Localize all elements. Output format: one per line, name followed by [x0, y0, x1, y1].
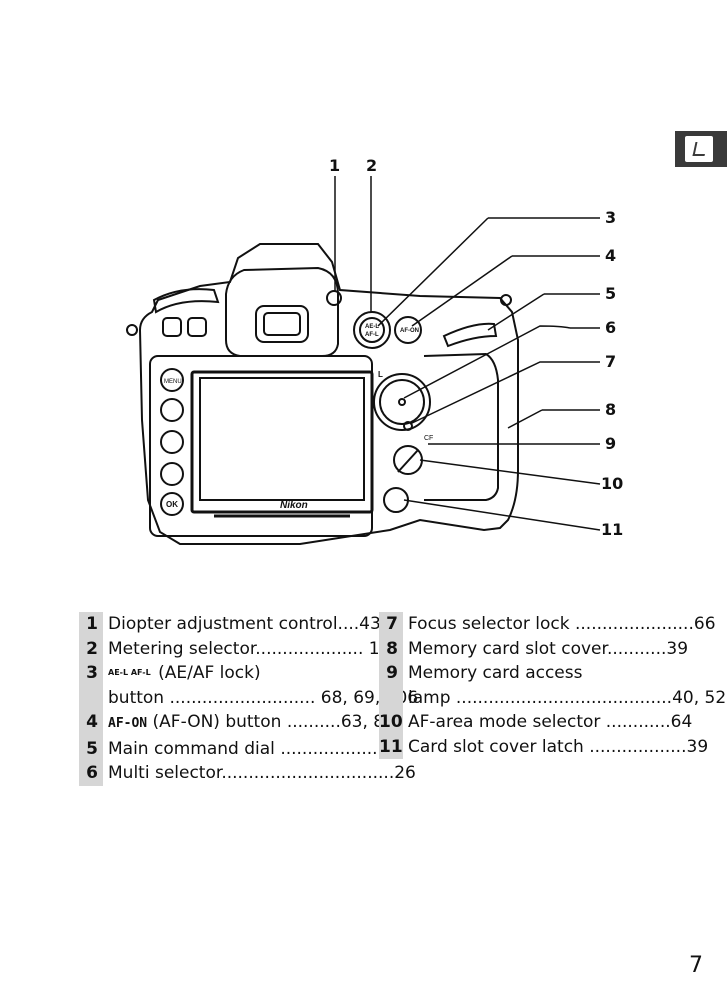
parts-list-left: 1 Diopter adjustment control....43 2 Met…: [79, 612, 418, 786]
callout-4: 4: [605, 246, 617, 265]
list-item: 6 Multi selector........................…: [79, 761, 416, 786]
camera-brand: Nikon: [280, 500, 308, 511]
svg-text:AF-L: AF-L: [365, 332, 379, 338]
list-item: 1 Diopter adjustment control....43: [79, 612, 381, 637]
callout-9: 9: [605, 434, 617, 453]
svg-text:AE-L: AE-L: [365, 324, 379, 330]
svg-text:AF-ON: AF-ON: [400, 328, 419, 334]
callout-1: 1: [329, 156, 341, 175]
callout-3: 3: [605, 208, 617, 227]
list-item: 7 Focus selector lock ..................…: [379, 612, 716, 637]
wrench-rooster-icon: [685, 136, 713, 162]
callout-5: 5: [605, 284, 617, 303]
page-number: 7: [689, 953, 703, 978]
svg-text:MENU: MENU: [164, 379, 182, 385]
svg-text:OK: OK: [166, 500, 178, 509]
list-item: 5 Main command dial ..................14: [79, 736, 399, 761]
list-item: 11 Card slot cover latch ...............…: [379, 734, 708, 759]
af-on-icon: AF-ON: [108, 716, 148, 731]
list-item: 4 AF-ON (AF-ON) button ..........63, 83: [79, 710, 395, 737]
parts-list-right: 7 Focus selector lock ..................…: [379, 612, 726, 759]
ae-af-lock-icon: AE-L AF-L: [108, 668, 151, 677]
list-item: 3 AE-L AF-L (AE/AF lock) button ........…: [79, 661, 418, 710]
list-item: 10 AF-area mode selector ............64: [379, 710, 692, 735]
camera-back-diagram: Nikon MENU OK AE-L AF-L AF-ON L CF: [126, 176, 601, 545]
callout-2: 2: [366, 156, 378, 175]
section-tab: [675, 131, 727, 167]
svg-text:L: L: [378, 370, 383, 379]
callout-11: 11: [601, 520, 624, 539]
callout-6: 6: [605, 318, 617, 337]
svg-text:CF: CF: [424, 435, 433, 442]
list-item: 8 Memory card slot cover...........39: [379, 636, 688, 661]
list-item: 2 Metering selector.................... …: [79, 636, 401, 661]
callout-8: 8: [605, 400, 617, 419]
list-item: 9 Memory card access lamp ..............…: [379, 661, 726, 710]
callout-7: 7: [605, 352, 617, 371]
callout-10: 10: [601, 474, 624, 493]
